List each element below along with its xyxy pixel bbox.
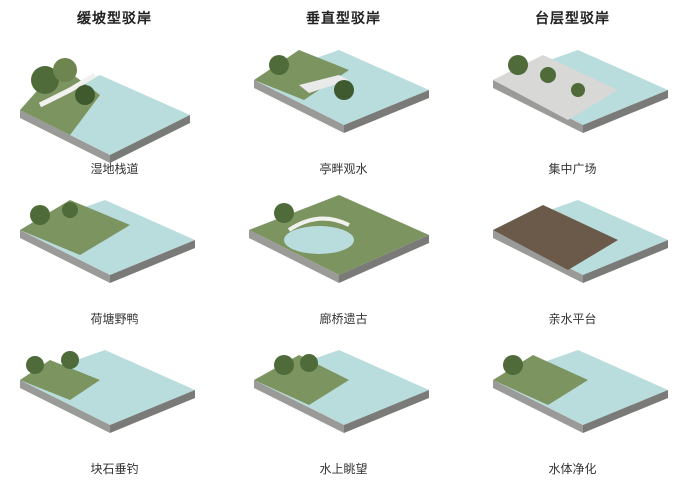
column-title-vertical: 垂直型驳岸: [306, 11, 381, 27]
diagram-cell-waterfront-platform: 亲水平台: [458, 185, 687, 335]
caption-waterfront-platform: 亲水平台: [548, 312, 597, 326]
diagram-cell-lotus-pond-ducks: 荷塘野鸭: [0, 185, 229, 335]
isometric-block-illustration: [493, 50, 668, 133]
isometric-block-illustration: [254, 50, 429, 133]
caption-water-purification: 水体净化: [548, 462, 597, 476]
isometric-block-illustration: [493, 350, 668, 433]
isometric-block-illustration: [493, 200, 668, 283]
diagram-cell-pavilion-waterview: 亭畔观水: [229, 35, 458, 185]
caption-rock-fishing: 块石垂钓: [90, 462, 139, 476]
caption-covered-bridge: 廊桥遗古: [319, 312, 368, 326]
isometric-block-illustration: [254, 350, 429, 433]
isometric-block-illustration: [249, 195, 429, 283]
caption-pavilion-waterview: 亭畔观水: [319, 162, 368, 176]
isometric-block-illustration: [20, 200, 195, 283]
caption-lotus-pond-ducks: 荷塘野鸭: [90, 312, 139, 326]
diagram-cell-rock-fishing: 块石垂钓: [0, 335, 229, 485]
diagram-cell-central-plaza: 集中广场: [458, 35, 687, 185]
isometric-block-illustration: [20, 350, 195, 433]
column-title-gentle-slope: 缓坡型驳岸: [77, 11, 152, 27]
diagram-cell-wetland-boardwalk: 湿地栈道: [0, 35, 229, 185]
diagram-cell-covered-bridge: 廊桥遗古: [229, 185, 458, 335]
isometric-block-illustration: [20, 58, 190, 163]
diagram-cell-water-purification: 水体净化: [458, 335, 687, 485]
diagram-cell-water-lookout: 水上眺望: [229, 335, 458, 485]
caption-wetland-boardwalk: 湿地栈道: [90, 162, 139, 176]
column-title-terraced: 台层型驳岸: [535, 11, 610, 27]
caption-central-plaza: 集中广场: [548, 162, 597, 176]
caption-water-lookout: 水上眺望: [319, 462, 368, 476]
